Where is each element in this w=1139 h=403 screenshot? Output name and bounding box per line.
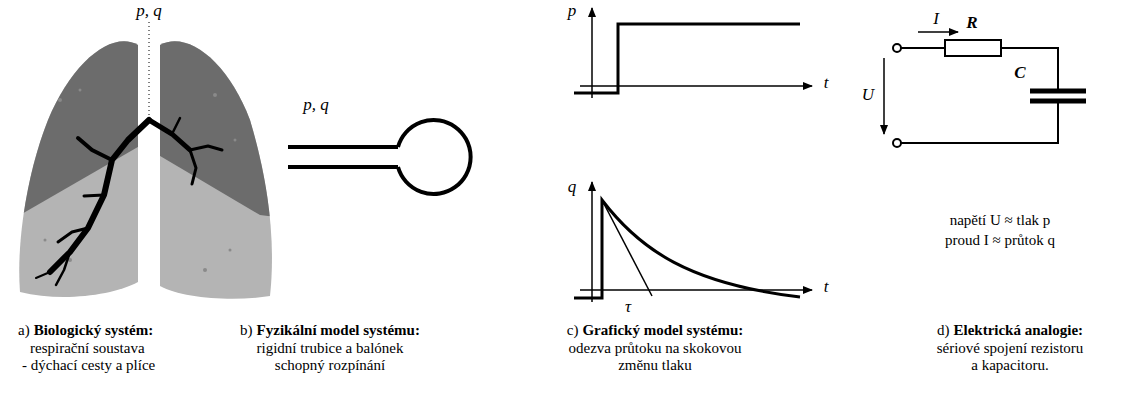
text-line: a kapacitoru. bbox=[971, 357, 1048, 374]
text-line: napětí U ≈ tlak p bbox=[950, 212, 1051, 229]
text-line: I bbox=[933, 10, 939, 28]
text-line: schopný rozpínání bbox=[275, 357, 385, 374]
caption-text: sériové spojení rezistoru bbox=[937, 340, 1084, 356]
text-line: p bbox=[568, 2, 577, 20]
text-line: τ bbox=[625, 298, 631, 316]
caption-text: schopný rozpínání bbox=[275, 357, 385, 373]
symbol-label: t bbox=[824, 73, 829, 92]
symbol-label: napětí U ≈ tlak p bbox=[950, 212, 1051, 228]
text-line: d)Elektrická analogie: bbox=[937, 322, 1083, 339]
symbol-label: τ bbox=[625, 297, 631, 316]
text-line: odezva průtoku na skokovou bbox=[569, 340, 742, 357]
caption-text: Biologický systém: bbox=[34, 322, 154, 338]
caption-text: Elektrická analogie: bbox=[953, 322, 1083, 338]
symbol-label: I bbox=[933, 9, 939, 28]
text-line: sériové spojení rezistoru bbox=[937, 340, 1084, 357]
text-line: proud I ≈ průtok q bbox=[945, 232, 1055, 249]
symbol-label: t bbox=[824, 277, 829, 296]
symbol-label: p, q bbox=[136, 1, 162, 20]
symbol-label: p bbox=[568, 1, 577, 20]
text-line: c)Grafický model systému: bbox=[567, 322, 743, 339]
caption-text: c) bbox=[567, 322, 579, 338]
text-line: a)Biologický systém: bbox=[18, 322, 153, 339]
current-arrow bbox=[918, 31, 958, 33]
graphs bbox=[574, 8, 812, 302]
caption-text: b) bbox=[240, 322, 253, 338]
text-line: R bbox=[966, 14, 977, 32]
symbol-label: C bbox=[1014, 63, 1025, 82]
text-line: q bbox=[568, 178, 577, 196]
text-line: p, q bbox=[136, 2, 162, 20]
text-line: U bbox=[862, 86, 874, 104]
caption-text: rigidní trubice a balónek bbox=[256, 340, 403, 356]
symbol-label: p, q bbox=[303, 95, 329, 114]
text-line: respirační soustava bbox=[30, 340, 145, 357]
text-line: p, q bbox=[303, 96, 329, 114]
resistor-symbol bbox=[945, 40, 1001, 56]
symbol-label: U bbox=[862, 85, 874, 104]
symbol-label: R bbox=[966, 13, 977, 32]
text-line: změnu tlaku bbox=[618, 357, 692, 374]
text-line: rigidní trubice a balónek bbox=[256, 340, 403, 357]
caption-text: d) bbox=[937, 322, 950, 338]
tube-balloon bbox=[288, 120, 471, 194]
caption-text: a kapacitoru. bbox=[971, 357, 1048, 373]
text-line: t bbox=[824, 278, 829, 296]
capacitor-symbol bbox=[1030, 89, 1086, 94]
caption-text: a) bbox=[18, 322, 30, 338]
rc-circuit bbox=[884, 32, 1086, 147]
text-line: C bbox=[1014, 64, 1025, 82]
caption-text: změnu tlaku bbox=[618, 357, 692, 373]
caption-text: odezva průtoku na skokovou bbox=[569, 340, 742, 356]
caption-text: respirační soustava bbox=[30, 340, 145, 356]
caption-text: - dýchací cesty a plíce bbox=[22, 357, 155, 373]
text-line: b)Fyzikální model systému: bbox=[240, 322, 420, 339]
voltage-arrow bbox=[883, 58, 885, 134]
symbol-label: proud I ≈ průtok q bbox=[945, 232, 1055, 248]
lungs bbox=[19, 22, 272, 299]
caption-text: Grafický model systému: bbox=[582, 322, 743, 338]
text-line: t bbox=[824, 74, 829, 92]
caption-text: Fyzikální model systému: bbox=[257, 322, 420, 338]
text-line: - dýchací cesty a plíce bbox=[22, 357, 155, 374]
symbol-label: q bbox=[568, 177, 577, 196]
